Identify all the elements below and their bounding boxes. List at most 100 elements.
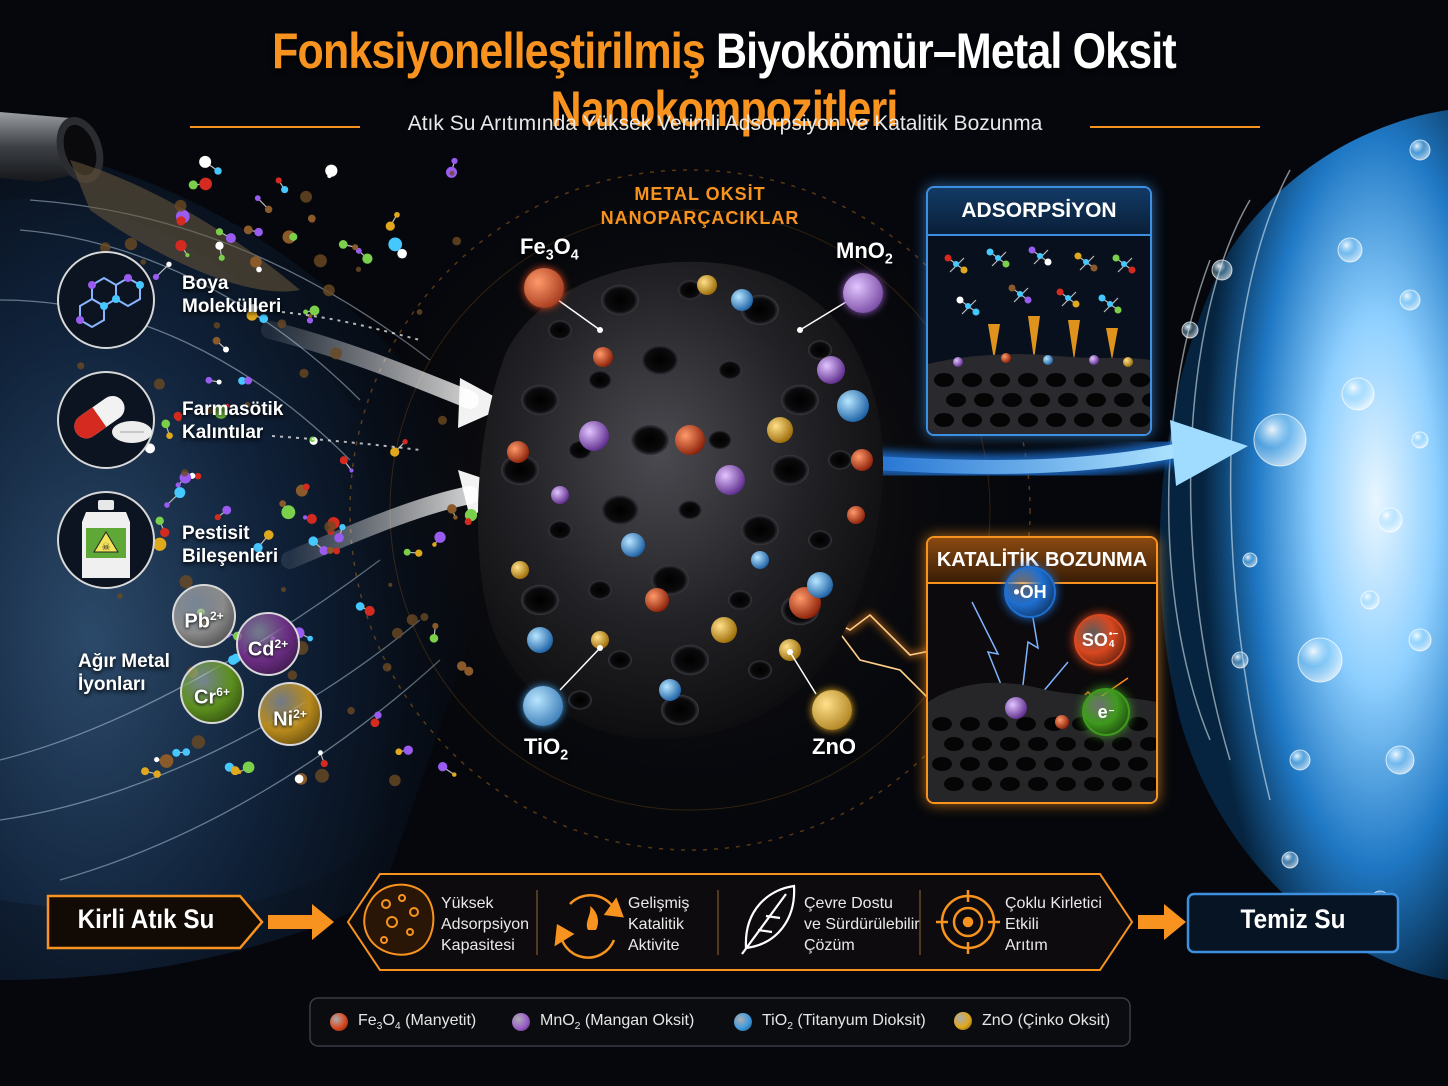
biochar-pore	[631, 424, 669, 456]
catalyst-pore	[944, 737, 964, 751]
particulate	[391, 627, 403, 639]
catalyst-pore	[960, 757, 980, 771]
nanoparticle	[511, 561, 529, 579]
particulate	[100, 242, 111, 253]
catalyst-pore	[1128, 757, 1148, 771]
pollutant-molecule	[155, 516, 170, 538]
particulate	[452, 236, 462, 246]
subtitle-line-left	[190, 126, 360, 128]
subtitle-line-right	[1090, 126, 1260, 128]
pollutant-molecule	[238, 376, 253, 385]
nanoparticle	[659, 679, 681, 701]
pollutant-molecule	[246, 303, 258, 321]
pollutant-molecule	[141, 767, 161, 778]
pollutant-molecule	[334, 524, 346, 543]
nanoparticle	[697, 275, 717, 295]
adsorbent-pore	[1074, 413, 1094, 427]
legend-item-0: Fe3O4 (Manyetit)	[330, 1012, 476, 1032]
water-bubble	[1242, 552, 1258, 568]
adsorbent-pore	[1102, 413, 1122, 427]
particulate	[330, 347, 343, 360]
particulate	[388, 582, 393, 587]
biochar-pore	[678, 280, 702, 300]
catalyst-pore	[972, 737, 992, 751]
title-part-1: Fonksiyonelleştirilmiş	[272, 23, 706, 79]
pollutant-molecule	[355, 602, 375, 616]
pollutant-molecule	[243, 225, 263, 237]
pollutant-molecule	[355, 247, 373, 264]
particulate	[355, 266, 362, 272]
biochar-pore	[708, 430, 732, 450]
pollutant-molecule	[295, 483, 310, 497]
particulate	[181, 469, 189, 477]
biochar-pore	[521, 384, 559, 416]
adsorbent-pore	[1074, 373, 1094, 387]
particle-sphere-1	[843, 273, 883, 313]
adsorbent-pore	[1130, 413, 1150, 427]
biochar-pore	[771, 454, 809, 486]
adsorbent-pore	[1114, 393, 1134, 407]
adsorbent-pore	[1002, 393, 1022, 407]
catalyst-pore	[1000, 777, 1020, 791]
surface-nanoparticle	[1123, 357, 1133, 367]
particulate	[244, 401, 251, 408]
adsorbent-pore	[1018, 373, 1038, 387]
pollutant-molecule	[188, 177, 212, 191]
particle-label-1: MnO2	[836, 238, 893, 268]
legend-item-2: TiO2 (Titanyum Dioksit)	[734, 1012, 926, 1032]
pollutant-molecule	[464, 509, 478, 526]
biochar-pore	[741, 514, 779, 546]
particulate	[179, 575, 193, 589]
pollutant-molecule	[325, 164, 338, 179]
nanoparticle	[837, 390, 869, 422]
water-bubble	[1337, 237, 1363, 263]
pollutant-molecule	[447, 504, 458, 520]
pollutant-molecule	[403, 548, 423, 557]
catalyst-pore	[1000, 737, 1020, 751]
nanoparticle	[767, 417, 793, 443]
pollutant-molecule	[339, 456, 354, 473]
particulate	[324, 521, 336, 533]
particulate	[389, 774, 401, 787]
adsorbent-pore	[1130, 373, 1150, 387]
adsorbent-pore	[1046, 373, 1066, 387]
biochar-pore	[601, 284, 639, 316]
particulate	[104, 267, 110, 273]
pollutant-molecule	[307, 214, 316, 223]
legend-swatch	[954, 1012, 972, 1030]
particulate	[437, 415, 447, 425]
nanoparticle	[579, 421, 609, 451]
catalyst-pore	[1100, 757, 1120, 771]
particulate	[313, 254, 327, 268]
pollutant-molecule	[282, 230, 298, 244]
catalyst-pore	[1084, 737, 1104, 751]
catalyst-pore	[1140, 777, 1156, 791]
ion-pb: Pb2+	[172, 584, 236, 648]
particulate	[281, 587, 286, 593]
nanoparticle	[851, 449, 873, 471]
surface-nanoparticle	[953, 357, 963, 367]
adsorbent-pore	[990, 413, 1010, 427]
catalyst-pore	[1016, 757, 1036, 771]
biochar-pore	[808, 340, 832, 360]
adsorption-illustration	[928, 246, 1150, 434]
water-bubble	[1377, 507, 1403, 533]
pollutant-molecule	[250, 256, 262, 273]
catalyst-pore	[1128, 717, 1148, 731]
biochar-pore	[718, 360, 742, 380]
biochar-pore	[781, 384, 819, 416]
particulate	[315, 768, 329, 783]
water-bubble	[1253, 413, 1307, 467]
particulate	[77, 362, 85, 370]
nanoparticle	[507, 441, 529, 463]
ion-cr: Cr6+	[180, 660, 244, 724]
adsorbent-pore	[1142, 393, 1150, 407]
pollutant-molecule	[172, 748, 191, 757]
adsorption-panel-title: ADSORPSİYON	[928, 188, 1150, 236]
water-bubble	[1341, 377, 1375, 411]
adsorbate-molecule	[1098, 294, 1122, 314]
surface-nanoparticle	[1001, 353, 1011, 363]
